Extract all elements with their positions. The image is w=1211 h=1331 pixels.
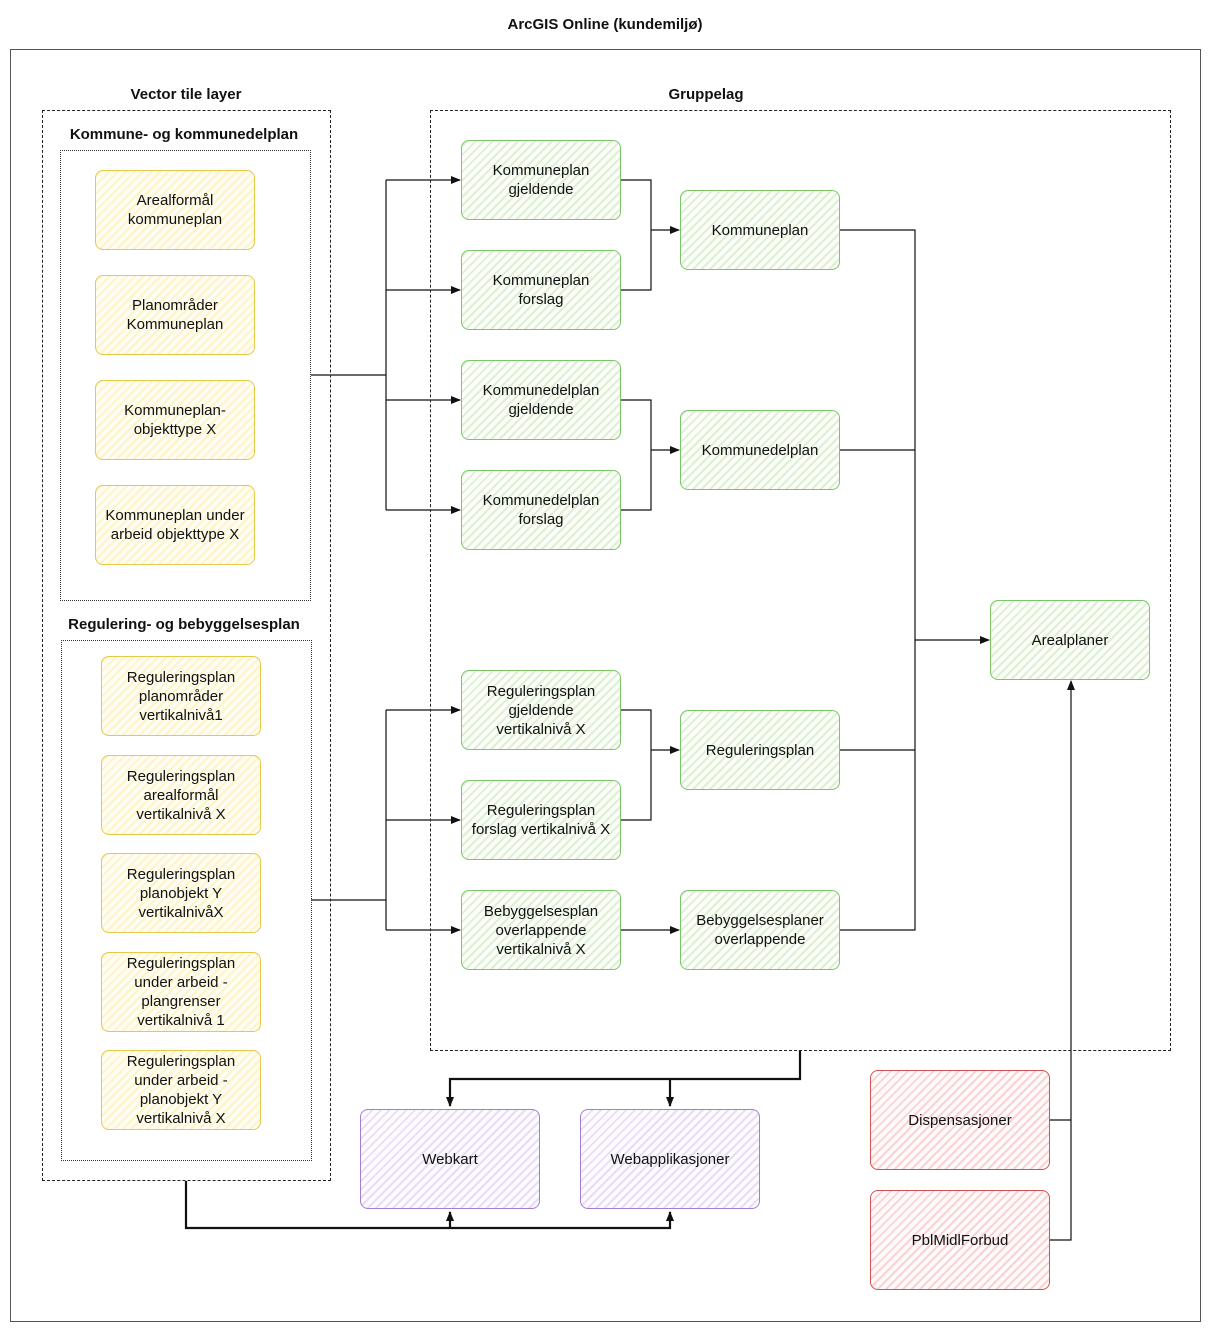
kommuneplan-forslag-layer[interactable]: Kommuneplan forslag <box>461 250 621 330</box>
vector-layer-reguleringsplan-under-arbeid-plangrenser[interactable]: Reguleringsplan under arbeid - plangrens… <box>101 952 261 1032</box>
kommunedelplan-group-layer[interactable]: Kommunedelplan <box>680 410 840 490</box>
bebyggelsesplan-overlappende-layer[interactable]: Bebyggelsesplan overlappende vertikalniv… <box>461 890 621 970</box>
vector-layer-planomrader-kommuneplan[interactable]: Planområder Kommuneplan <box>95 275 255 355</box>
vector-layer-arealformal-kommuneplan[interactable]: Arealformål kommuneplan <box>95 170 255 250</box>
vector-layer-reguleringsplan-planomrader[interactable]: Reguleringsplan planområder vertikalnivå… <box>101 656 261 736</box>
vector-tile-layer-label: Vector tile layer <box>130 86 242 103</box>
vector-layer-reguleringsplan-planobjekt[interactable]: Reguleringsplan planobjekt Y vertikalniv… <box>101 853 261 933</box>
kommunedelplan-forslag-layer[interactable]: Kommunedelplan forslag <box>461 470 621 550</box>
kommuneplan-gjeldende-layer[interactable]: Kommuneplan gjeldende <box>461 140 621 220</box>
regulering-group-label: Regulering- og bebyggelsesplan <box>68 616 300 633</box>
kommune-group-label: Kommune- og kommunedelplan <box>69 126 299 143</box>
bebyggelsesplaner-group-layer[interactable]: Bebyggelsesplaner overlappende <box>680 890 840 970</box>
vector-layer-reguleringsplan-under-arbeid-planobjekt[interactable]: Reguleringsplan under arbeid - planobjek… <box>101 1050 261 1130</box>
reguleringsplan-group-layer[interactable]: Reguleringsplan <box>680 710 840 790</box>
gruppelag-label: Gruppelag <box>668 86 744 103</box>
vector-layer-kommuneplan-under-arbeid[interactable]: Kommuneplan under arbeid objekttype X <box>95 485 255 565</box>
dispensasjoner-layer[interactable]: Dispensasjoner <box>870 1070 1050 1170</box>
diagram-title: ArcGIS Online (kundemiljø) <box>507 16 703 33</box>
vector-layer-reguleringsplan-arealformal[interactable]: Reguleringsplan arealformål vertikalnivå… <box>101 755 261 835</box>
regulering-group-container <box>61 640 312 1161</box>
pblmidlforbud-layer[interactable]: PblMidlForbud <box>870 1190 1050 1290</box>
vector-layer-kommuneplan-objekttype[interactable]: Kommuneplan- objekttype X <box>95 380 255 460</box>
gruppelag-container <box>430 110 1171 1051</box>
webapplikasjoner-app[interactable]: Webapplikasjoner <box>580 1109 760 1209</box>
reguleringsplan-gjeldende-layer[interactable]: Reguleringsplan gjeldende vertikalnivå X <box>461 670 621 750</box>
arcgis-online-frame <box>10 49 1201 1322</box>
kommune-group-container <box>60 150 311 601</box>
kommunedelplan-gjeldende-layer[interactable]: Kommunedelplan gjeldende <box>461 360 621 440</box>
reguleringsplan-forslag-layer[interactable]: Reguleringsplan forslag vertikalnivå X <box>461 780 621 860</box>
webkart-app[interactable]: Webkart <box>360 1109 540 1209</box>
vector-tile-layer-container <box>42 110 331 1181</box>
arealplaner-layer[interactable]: Arealplaner <box>990 600 1150 680</box>
kommuneplan-group-layer[interactable]: Kommuneplan <box>680 190 840 270</box>
